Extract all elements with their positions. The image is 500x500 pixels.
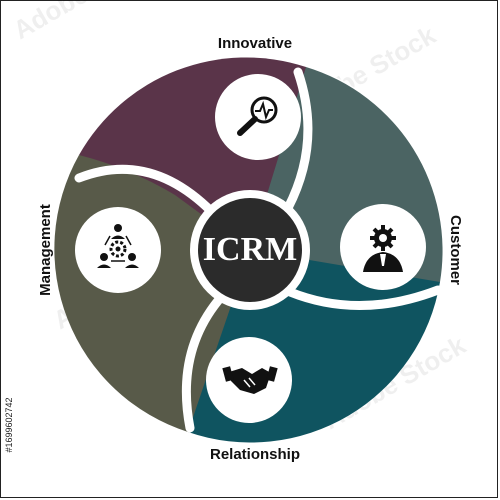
label-management: Management <box>37 204 54 296</box>
icon-badge-innovative <box>215 74 301 160</box>
magnifier-pulse-icon <box>237 96 278 136</box>
separator <box>74 164 217 217</box>
icon-badge-customer <box>340 204 426 290</box>
center-circle <box>198 198 302 302</box>
label-customer: Customer <box>447 215 464 285</box>
separator <box>181 291 227 433</box>
separator <box>285 285 443 310</box>
team-gear-icon <box>97 224 139 268</box>
separator <box>283 67 313 213</box>
person-gear-icon <box>363 225 403 272</box>
icon-badge-relationship <box>206 337 292 423</box>
label-innovative: Innovative <box>218 35 292 52</box>
stock-image-id: #1699602742 <box>4 397 14 452</box>
watermark-text: Adobe Stock <box>8 0 161 45</box>
center-label: ICRM <box>203 231 297 268</box>
handshake-icon <box>222 366 278 394</box>
label-relationship: Relationship <box>210 446 300 463</box>
segment-separators <box>74 67 443 433</box>
icon-badge-management <box>75 207 161 293</box>
